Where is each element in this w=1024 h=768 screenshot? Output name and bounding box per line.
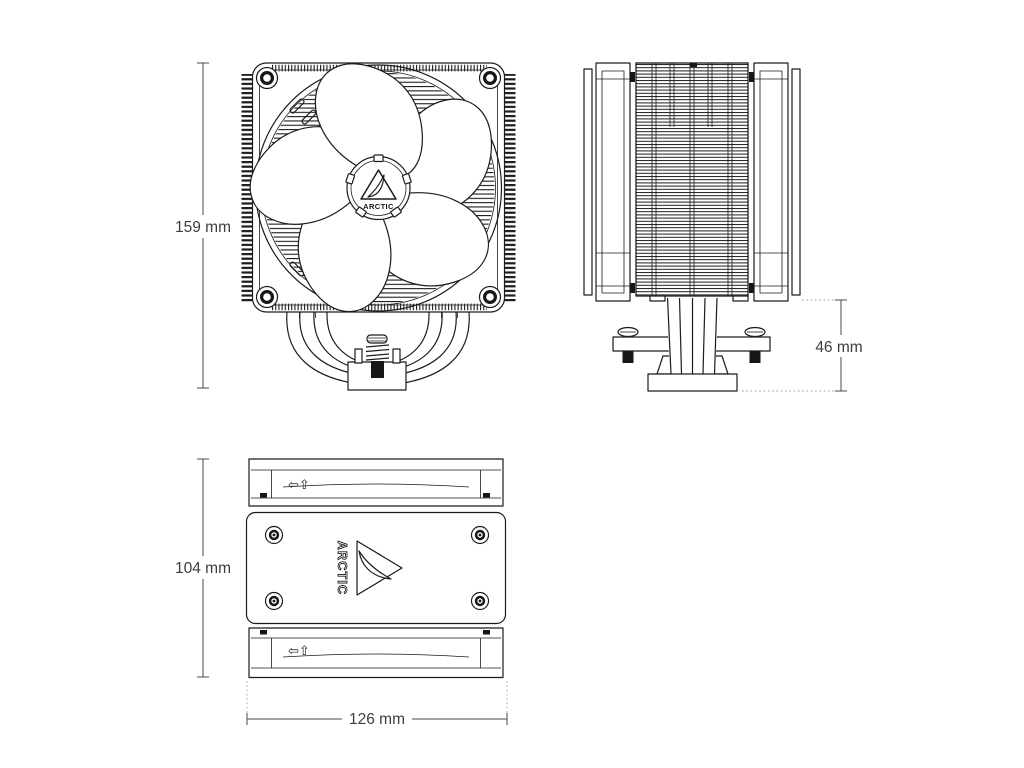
plate-logo-swoosh-icon bbox=[358, 550, 392, 580]
plate-logo-text: ARCTIC bbox=[335, 541, 349, 595]
airflow-direction-icon: ⇦⇧ bbox=[288, 644, 310, 659]
dimension-label-height: 159 mm bbox=[175, 219, 231, 236]
hub-notches bbox=[345, 154, 412, 218]
dimension-label-depth: 104 mm bbox=[175, 560, 231, 577]
side-base-block bbox=[647, 373, 738, 392]
dimension-104mm: 104 mm bbox=[174, 458, 232, 678]
front-frame-top-vents bbox=[270, 64, 487, 72]
dimension-46mm: 46 mm bbox=[742, 299, 868, 392]
top-plate: ARCTIC bbox=[245, 511, 507, 625]
side-fan-left bbox=[595, 62, 631, 302]
front-frame-bottom-vents bbox=[270, 303, 487, 311]
top-view-fan-band-upper: ⇦⇧ bbox=[248, 458, 504, 507]
plate-screw-hole bbox=[264, 525, 284, 545]
dimension-label-clearance: 46 mm bbox=[815, 339, 862, 356]
front-frame-pipe-tabs bbox=[299, 312, 458, 318]
mounting-screw-right bbox=[744, 326, 766, 363]
front-base-and-screw bbox=[347, 334, 407, 391]
fan-hub: ARCTIC bbox=[345, 154, 412, 221]
top-view: ⇦⇧ ARCTIC ⇦⇧ bbox=[245, 458, 507, 679]
hub-logo-text: ARCTIC bbox=[363, 202, 394, 211]
side-heat-pipes bbox=[666, 297, 719, 375]
plate-logo-triangle-icon bbox=[356, 540, 403, 596]
side-fin-stack bbox=[630, 62, 754, 302]
hub-logo-swoosh-icon bbox=[367, 174, 385, 198]
airflow-direction-icon: ⇦⇧ bbox=[288, 478, 310, 493]
mounting-screw-left bbox=[617, 326, 639, 363]
dimension-159mm: 159 mm bbox=[174, 62, 232, 389]
side-view bbox=[583, 62, 801, 392]
front-heatsink-fins-left bbox=[241, 74, 253, 302]
side-fan-left-outer bbox=[583, 68, 593, 296]
spring-screw bbox=[365, 334, 390, 378]
front-view: ARCTIC bbox=[241, 62, 516, 391]
top-view-fan-band-lower: ⇦⇧ bbox=[248, 627, 504, 679]
plate-screw-hole bbox=[470, 591, 490, 611]
plate-screw-hole bbox=[264, 591, 284, 611]
side-fan-right bbox=[753, 62, 789, 302]
dimension-126mm: 126 mm bbox=[246, 681, 508, 730]
plate-screw-hole bbox=[470, 525, 490, 545]
side-fan-right-outer bbox=[791, 68, 801, 296]
front-heatsink-fins-right bbox=[504, 74, 516, 302]
plate-logo: ARCTIC bbox=[335, 540, 403, 596]
dimension-label-width: 126 mm bbox=[349, 711, 405, 728]
